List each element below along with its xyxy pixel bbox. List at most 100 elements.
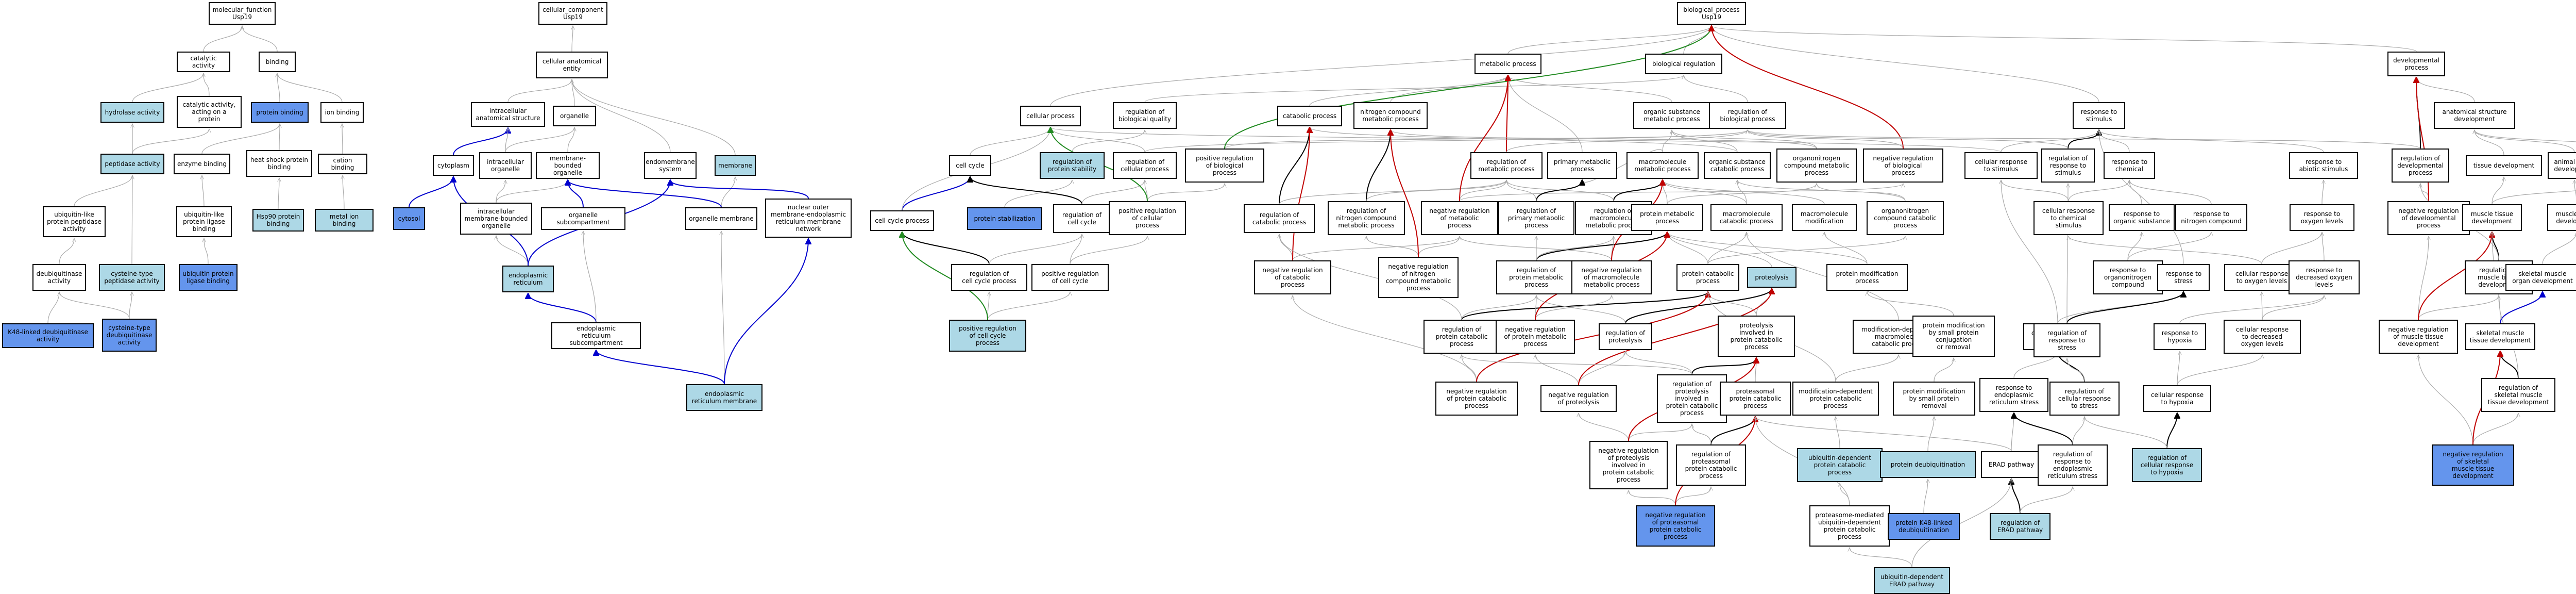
relation-edge bbox=[505, 127, 574, 153]
go-term-node: response to abiotic stimulus bbox=[2289, 152, 2358, 179]
relation-edge bbox=[59, 292, 130, 319]
relation-edge bbox=[2418, 295, 2499, 320]
go-term-node: developmental process bbox=[2387, 52, 2445, 76]
relation-edge bbox=[1462, 355, 1692, 375]
relation-edge bbox=[1461, 292, 1708, 320]
relation-edge bbox=[343, 175, 344, 209]
relation-edge bbox=[1535, 295, 1612, 320]
relation-edge bbox=[1748, 130, 1904, 149]
go-term-node: positive regulation of cell cycle proces… bbox=[949, 320, 1026, 352]
relation-edge bbox=[2492, 190, 2576, 205]
go-term-node: cytosol bbox=[393, 207, 425, 230]
go-term-node: regulation of protein catabolic process bbox=[1423, 320, 1500, 354]
go-term-node: K48-linked deubiquitinase activity bbox=[2, 323, 94, 348]
relation-edge bbox=[1850, 548, 1912, 568]
relation-edge bbox=[1625, 289, 1772, 324]
relation-edge bbox=[572, 79, 736, 156]
relation-edge bbox=[2166, 413, 2177, 449]
go-term-node: response to nitrogen compound bbox=[2175, 204, 2247, 231]
go-term-node: negative regulation of metabolic process bbox=[1421, 201, 1498, 235]
relation-edge bbox=[1711, 26, 2099, 103]
relation-edge bbox=[1628, 424, 1692, 441]
go-term-node: cellular process bbox=[1020, 106, 1081, 126]
go-term-node: cysteine-type peptidase activity bbox=[99, 264, 165, 291]
relation-edge bbox=[2068, 180, 2129, 202]
go-term-node: macromolecule modification bbox=[1792, 204, 1857, 231]
go-term-node: ubiquitin-dependent protein catabolic pr… bbox=[1797, 448, 1883, 482]
relation-edge bbox=[74, 175, 132, 207]
go-term-node: protein metabolic process bbox=[1631, 204, 1703, 231]
relation-edge bbox=[902, 232, 990, 265]
relation-edge bbox=[1460, 236, 1612, 261]
go-term-node: animal organ development bbox=[2548, 152, 2576, 179]
go-term-node: ubiquitin-like protein ligase binding bbox=[176, 206, 232, 237]
relation-edge bbox=[1691, 358, 1756, 375]
relation-edge bbox=[1629, 490, 1676, 506]
go-term-node: anatomical structure development bbox=[2434, 102, 2515, 129]
relation-edge bbox=[721, 177, 735, 208]
relation-edge bbox=[568, 180, 722, 208]
relation-edge bbox=[507, 79, 572, 103]
relation-edge bbox=[2418, 236, 2429, 320]
relation-edge bbox=[1707, 232, 1747, 265]
relation-edge bbox=[1835, 355, 1899, 382]
go-term-node: negative regulation of macromolecule met… bbox=[1571, 260, 1652, 294]
go-term-node: negative regulation of proteolysis invol… bbox=[1589, 441, 1668, 489]
relation-edge bbox=[1923, 479, 1928, 514]
relation-edge bbox=[1667, 184, 1817, 205]
relation-edge bbox=[1692, 424, 1711, 445]
relation-edge bbox=[2066, 292, 2183, 324]
go-term-node: negative regulation of biological proces… bbox=[1863, 148, 1943, 183]
relation-edge bbox=[1672, 130, 1738, 153]
relation-edge bbox=[670, 180, 809, 199]
go-term-node: metal ion binding bbox=[315, 209, 374, 232]
relation-edge bbox=[1309, 75, 1508, 106]
go-term-node: protein deubiquitination bbox=[1880, 451, 1976, 478]
go-term-node: tissue development bbox=[2466, 155, 2542, 176]
relation-edge bbox=[1667, 232, 1772, 268]
relation-edge bbox=[1081, 180, 1145, 205]
go-term-node: heat shock protein binding bbox=[246, 150, 312, 177]
relation-edge bbox=[2099, 130, 2324, 153]
go-term-node: regulation of skeletal muscle tissue dev… bbox=[2481, 378, 2555, 412]
go-term-node: ubiquitin-like protein peptidase activit… bbox=[43, 206, 106, 237]
go-term-node: response to organic substance bbox=[2109, 204, 2175, 231]
relation-edge bbox=[2067, 358, 2085, 382]
relation-edge bbox=[987, 292, 1070, 320]
go-term-node: hydrolase activity bbox=[100, 102, 164, 123]
go-term-node: response to decreased oxygen levels bbox=[2289, 260, 2360, 294]
relation-edge bbox=[242, 26, 278, 52]
go-term-node: cation binding bbox=[318, 154, 367, 174]
relation-edge bbox=[2262, 295, 2324, 320]
go-term-node: regulation of primary metabolic process bbox=[1498, 201, 1574, 235]
relation-edge bbox=[902, 232, 988, 320]
relation-edge bbox=[1535, 355, 1579, 386]
relation-edge bbox=[1578, 351, 1625, 386]
relation-edge bbox=[201, 124, 280, 154]
relation-edge bbox=[2322, 232, 2325, 261]
go-term-node: negative regulation of protein catabolic… bbox=[1435, 382, 1518, 416]
relation-edge bbox=[204, 238, 209, 265]
relation-edge bbox=[59, 238, 74, 265]
go-term-node: catalytic activity bbox=[177, 52, 230, 72]
go-term-node: membrane-bounded organelle bbox=[536, 152, 600, 179]
relation-edge bbox=[505, 128, 508, 153]
relation-edge bbox=[2179, 295, 2324, 324]
relation-edge bbox=[2475, 130, 2576, 142]
go-term-node: regulation of protein metabolic process bbox=[1496, 260, 1577, 294]
relation-edge bbox=[1418, 236, 1460, 257]
go-term-node: nuclear outer membrane-endoplasmic retic… bbox=[765, 199, 852, 238]
relation-edge bbox=[1579, 413, 1629, 441]
relation-edge bbox=[1536, 232, 1667, 261]
relation-edge bbox=[1366, 130, 1391, 202]
relation-edge bbox=[1293, 295, 1477, 382]
relation-edge bbox=[1279, 234, 1293, 261]
relation-edge bbox=[596, 350, 725, 385]
go-term-node: protein catabolic process bbox=[1676, 264, 1739, 291]
go-term-node: positive regulation of biological proces… bbox=[1185, 148, 1264, 183]
relation-edge bbox=[1536, 295, 1626, 324]
go-term-node: cellular_component Usp19 bbox=[538, 2, 607, 25]
relation-edge bbox=[1536, 180, 1582, 202]
